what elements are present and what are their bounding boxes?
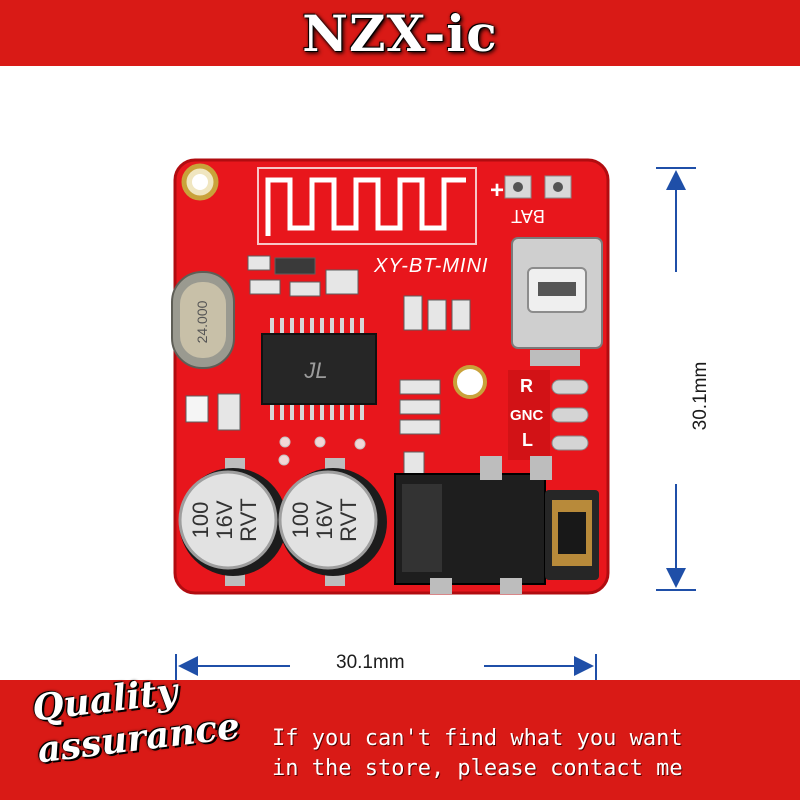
bluetooth-module-pcb: BAT + XY-BT-MINI 24.000: [171, 158, 610, 595]
main-ic-chip: JL: [261, 318, 377, 420]
bottom-banner: [0, 680, 800, 800]
top-banner: [0, 0, 800, 66]
width-dimension-line: [175, 654, 597, 680]
capacitor-right-brand: RVT: [336, 498, 361, 542]
model-label: XY-BT-MINI: [373, 255, 488, 277]
height-dimension-line: [656, 167, 696, 591]
crystal-oscillator: 24.000: [171, 271, 235, 369]
capacitor-right-value: 100: [288, 502, 313, 539]
product-photo-area: BAT + XY-BT-MINI 24.000: [0, 66, 800, 680]
pin-label-r: R: [520, 376, 533, 396]
capacitor-left: 100 16V RVT: [178, 458, 287, 586]
pin-label-gnc: GNC: [510, 407, 544, 424]
svg-text:+: +: [490, 177, 504, 204]
pin-label-l: L: [522, 430, 533, 450]
width-dimension-label: 30.1mm: [336, 652, 405, 673]
capacitor-right: 100 16V RVT: [278, 458, 387, 586]
product-image: BAT + XY-BT-MINI 24.000: [171, 158, 696, 680]
crystal-label: 24.000: [194, 300, 210, 343]
capacitor-right-voltage: 16V: [312, 500, 337, 539]
antenna-trace: [257, 167, 477, 245]
audio-jack: [394, 456, 599, 594]
contact-line-2: in the store, please contact me: [272, 756, 683, 781]
bat-label: BAT: [511, 206, 545, 226]
brand-title: NZX-ic: [302, 4, 498, 63]
micro-usb-port: [511, 237, 603, 366]
chip-marking: JL: [303, 358, 327, 383]
bat-pads: BAT +: [490, 175, 572, 226]
contact-message: If you can't find what you want in the s…: [272, 724, 792, 784]
height-dimension-label: 30.1mm: [690, 361, 711, 431]
capacitor-left-voltage: 16V: [212, 500, 237, 539]
contact-line-1: If you can't find what you want: [272, 726, 683, 751]
capacitor-left-brand: RVT: [236, 498, 261, 542]
audio-output-pads: R GNC L: [508, 370, 589, 460]
capacitor-left-value: 100: [188, 502, 213, 539]
smd-components: [185, 255, 471, 475]
